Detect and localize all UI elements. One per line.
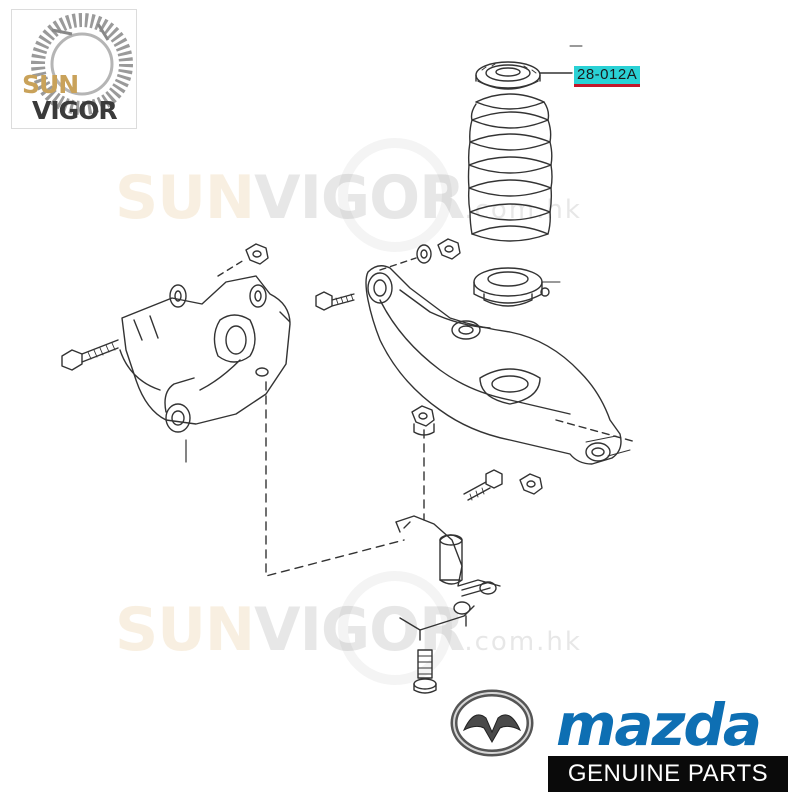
knuckle-top-nut[interactable] <box>245 243 269 265</box>
bottom-bolt[interactable] <box>413 649 437 694</box>
logo-word-sun: SUN <box>22 70 79 99</box>
lock-nut[interactable] <box>437 238 461 260</box>
toe-link-assembly[interactable] <box>395 515 501 641</box>
lower-spring-seat[interactable] <box>473 267 561 307</box>
spring-upper-seat[interactable] <box>475 61 541 90</box>
watermark-ring-icon <box>338 138 452 685</box>
dashed-guide-line <box>379 257 417 271</box>
dashed-guide-line <box>555 419 637 443</box>
sunvigor-logo: SUN VIGOR <box>11 9 137 129</box>
mazda-wordmark: mazda <box>556 691 762 759</box>
mazda-emblem-icon <box>450 689 534 757</box>
mid-bolt[interactable] <box>463 469 503 501</box>
mid-nut[interactable] <box>519 473 543 495</box>
rear-knuckle[interactable] <box>119 275 291 433</box>
arm-mounting-bolt[interactable] <box>315 291 355 311</box>
genuine-parts-banner: GENUINE PARTS <box>548 756 788 792</box>
flat-washer[interactable] <box>416 244 432 264</box>
arm-bushing[interactable] <box>411 405 435 436</box>
lower-control-arm[interactable] <box>365 265 631 465</box>
genuine-parts-text: GENUINE PARTS <box>567 760 769 787</box>
part-number-label[interactable]: 28-012A <box>574 66 641 87</box>
coil-spring[interactable] <box>467 93 553 242</box>
dashed-guide-line <box>217 259 245 277</box>
logo-word-vigor: VIGOR <box>32 96 118 125</box>
dashed-guide-line <box>265 381 405 577</box>
sunvigor-ring-icon <box>31 13 133 115</box>
knuckle-bolt[interactable] <box>61 339 119 371</box>
